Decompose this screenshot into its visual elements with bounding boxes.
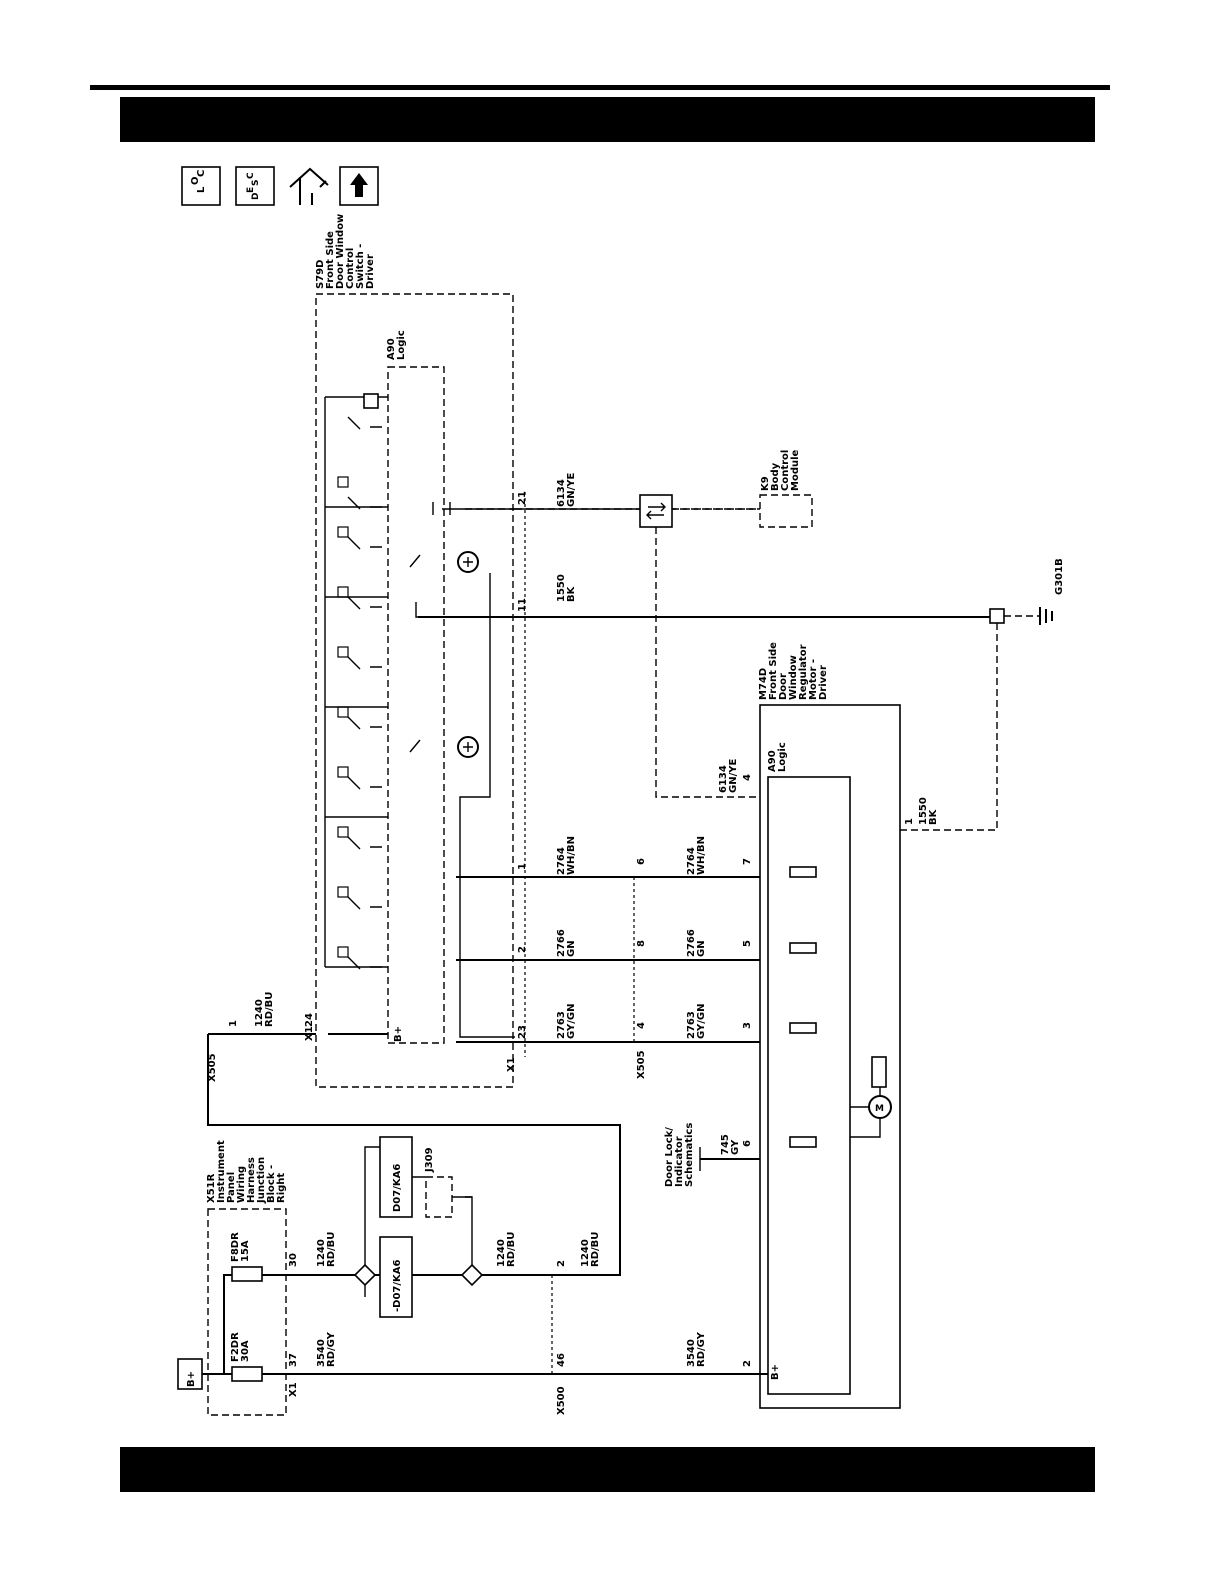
pin-x500-2: 2: [556, 1260, 567, 1267]
pin-x51r-30: 30: [288, 1253, 299, 1267]
svg-text:C: C: [196, 170, 207, 177]
fuse-f2dr-label: F2DR30A: [230, 1332, 251, 1362]
svg-text:D: D: [251, 193, 261, 200]
fuse-f8dr: [231, 1266, 263, 1282]
svg-text:L: L: [196, 186, 207, 193]
thermistor-icon: [871, 1056, 887, 1088]
wire-2763-label-a: 2763GY/GN: [556, 1004, 577, 1039]
wire-2766-label-a: 2766GN: [556, 929, 577, 957]
module-d07-ka6-label: D07/KA6: [392, 1164, 403, 1212]
s79d-label: S79DFront SideDoor WindowControlSwitch -…: [315, 214, 376, 289]
description-icon[interactable]: D E S C: [235, 166, 275, 206]
pin-x505-4: 4: [636, 1022, 647, 1029]
location-icon[interactable]: L O C: [181, 166, 221, 206]
conn-x505-left: X505: [207, 1053, 218, 1082]
k9-label: K9BodyControlModule: [760, 449, 801, 491]
svg-text:S: S: [251, 180, 261, 186]
conn-s79d-x1-b: X1: [304, 1026, 315, 1041]
pin-m74d-5: 5: [742, 940, 753, 947]
fuse-f2dr: [231, 1366, 263, 1382]
module-d07-ka6: [379, 1136, 413, 1218]
j309-label: J309: [424, 1147, 435, 1173]
s79d-logic-label: A90Logic: [386, 330, 407, 360]
motor-symbol: M: [875, 1104, 884, 1114]
hall-sensors: [789, 866, 817, 1148]
x51r-boundary: [207, 1208, 287, 1416]
pin-m74d-2: 2: [742, 1360, 753, 1367]
wire-3540-label-a: 3540RD/GY: [316, 1331, 337, 1367]
g301b-connector: [989, 608, 1005, 624]
page-top-rule: [90, 85, 1110, 90]
k9-boundary: [759, 494, 813, 528]
wire-2764-label-a: 2764WH/BN: [556, 836, 577, 875]
conn-s79d-x1: X1: [506, 1057, 517, 1072]
pin-s79d-1: 1: [517, 863, 528, 870]
pin-m74d-1: 1: [904, 818, 915, 825]
diagnostic-tools-icon[interactable]: [289, 167, 329, 205]
door-lock-ref: Door Lock/IndicatorSchematics: [664, 1123, 695, 1187]
svg-text:E: E: [246, 187, 256, 193]
m74d-logic-label: A90Logic: [767, 742, 788, 772]
wire-1550-label: 1550BK: [556, 574, 577, 602]
wire-2766-label-b: 2766GN: [686, 929, 707, 957]
indicator-lamp-1: [457, 551, 479, 573]
pin-m74d-7: 7: [742, 858, 753, 865]
pin-m74d-3: 3: [742, 1022, 753, 1029]
s79d-boundary: [315, 293, 514, 1088]
module-neg-d07-ka6: [379, 1236, 413, 1318]
j309-splice: [425, 1176, 453, 1218]
module-neg-d07-ka6-label: -D07/KA6: [392, 1259, 403, 1312]
svg-text:O: O: [190, 176, 201, 185]
wire-3540-label-b: 3540RD/GY: [686, 1331, 707, 1367]
conn-x500: X500: [556, 1386, 567, 1415]
s79d-logic-boundary: [387, 366, 445, 1044]
pin-m74d-6: 6: [742, 1140, 753, 1147]
pin-s79d-23: 23: [517, 1025, 528, 1039]
conn-x505-right: X505: [636, 1050, 647, 1079]
indicator-lamp-2: [457, 736, 479, 758]
wire-745-label: 745GY: [720, 1134, 741, 1155]
m74d-label: M74DFront SideDoorWindowRegulatorMotor -…: [758, 642, 829, 700]
fuse-f8dr-label: F8DR15A: [230, 1232, 251, 1262]
conn-x51r-x1: X1: [288, 1382, 299, 1397]
pin-s79d-11: 11: [517, 598, 528, 612]
pin-s79d-2: 2: [517, 946, 528, 953]
pin-x505-1: 1: [228, 1020, 239, 1027]
g301b-label: G301B: [1054, 558, 1065, 595]
pin-x500-46: 46: [556, 1353, 567, 1367]
pin-s79d-24: 24: [304, 1013, 315, 1027]
schematic-frame: L O C D E S C S79DFront SideDoor WindowC…: [120, 97, 1095, 1492]
footer-bar: [120, 1447, 1095, 1492]
x51r-label: X51RInstrumentPanelWiringHarnessJunction…: [206, 1140, 287, 1204]
k9-data-connector: [639, 494, 673, 528]
m74d-logic-boundary: [767, 776, 851, 1395]
wire-6134-label-b: 6134GN/YE: [718, 759, 739, 793]
pin-x51r-37: 37: [288, 1353, 299, 1367]
m74d-bplus: B+: [770, 1364, 781, 1380]
window-lock-icon: [363, 393, 379, 409]
wire-1240-label-b: 1240RD/BU: [316, 1232, 337, 1267]
wire-2763-label-b: 2763GY/GN: [686, 1004, 707, 1039]
pin-s79d-21: 21: [517, 491, 528, 505]
pin-x505-6: 6: [636, 858, 647, 865]
pin-x505-8: 8: [636, 940, 647, 947]
switch-ladder: [337, 393, 382, 970]
svg-text:C: C: [246, 172, 256, 179]
wire-1550-label-b: 1550BK: [918, 797, 939, 825]
header-bar: [120, 97, 1095, 142]
s79d-logic-bplus: B+: [393, 1026, 404, 1042]
wire-2764-label-b: 2764WH/BN: [686, 836, 707, 875]
pin-m74d-4: 4: [742, 774, 753, 781]
wire-6134-label: 6134GN/YE: [556, 473, 577, 507]
bplus-label: B+: [186, 1371, 197, 1387]
wire-1240-label-d: 1240RD/BU: [580, 1232, 601, 1267]
wiring-schematic: L O C D E S C S79DFront SideDoor WindowC…: [177, 166, 1065, 1416]
wire-1240-label-c: 1240RD/BU: [496, 1232, 517, 1267]
bplus-source: [177, 1358, 203, 1390]
up-arrow-icon[interactable]: [339, 166, 379, 206]
wire-1240-label-a: 1240RD/BU: [254, 992, 275, 1027]
